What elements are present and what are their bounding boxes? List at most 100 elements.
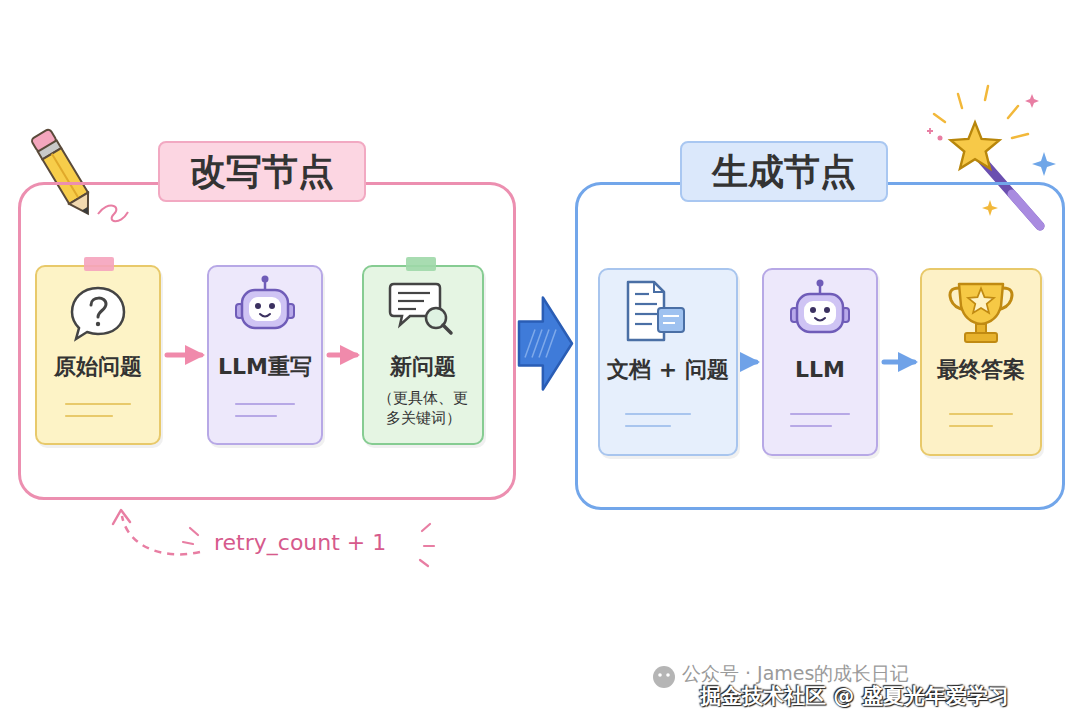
tape xyxy=(406,257,436,271)
pencil-stripe xyxy=(52,154,79,199)
node-label: LLM重写 xyxy=(218,353,312,382)
pencil-illustration xyxy=(31,128,98,220)
card-line xyxy=(626,413,690,415)
chat-search-icon xyxy=(390,284,451,333)
robot-head xyxy=(797,294,843,332)
hatch-stroke xyxy=(539,330,549,358)
robot-eye xyxy=(824,307,830,313)
document-icon xyxy=(628,282,684,340)
node-label: LLM xyxy=(795,356,845,385)
pencil-tip xyxy=(69,193,97,220)
sparkle-star xyxy=(982,200,998,216)
document-fold xyxy=(654,282,664,292)
card-line xyxy=(236,403,294,405)
wand-star xyxy=(951,122,1000,168)
sparkle-ray xyxy=(1008,106,1018,118)
sparkle-ray xyxy=(1012,134,1028,138)
sparkle-ray xyxy=(985,86,988,100)
node-label: 原始问题 xyxy=(54,353,142,382)
robot-ear xyxy=(842,308,849,322)
flow-arrow xyxy=(744,360,756,365)
watermark: 掘金技术社区 @ 盛夏光年爱学习 xyxy=(700,684,1009,709)
robot-ear xyxy=(287,304,294,318)
wechat-icon xyxy=(653,666,675,688)
pencil-eraser xyxy=(31,128,58,152)
chat-bubble xyxy=(390,284,440,325)
robot-eye xyxy=(810,307,816,313)
robot-head xyxy=(242,290,288,328)
trophy-cup xyxy=(959,284,1003,324)
dash-mark xyxy=(422,524,430,531)
card-line xyxy=(791,425,831,427)
wand-stick xyxy=(982,160,1040,226)
llm-card: LLM重写 xyxy=(207,265,323,445)
document-line xyxy=(635,293,649,295)
wechat-eye xyxy=(666,673,670,677)
dash-mark xyxy=(424,545,434,547)
robot-ear xyxy=(236,304,243,318)
group-title: 改写节点 xyxy=(190,149,334,194)
pencil-squiggle xyxy=(98,206,128,222)
generate-node-group: 文档 + 问题LLM最终答案生成节点 xyxy=(575,182,1065,510)
block-arrow-hatch xyxy=(525,330,556,358)
robot-antenna-ball xyxy=(262,276,269,283)
retry-counter-label: retry_count + 1 xyxy=(214,530,386,556)
block-arrow xyxy=(519,298,572,390)
trophy-icon xyxy=(950,284,1012,342)
wand-handle xyxy=(1012,194,1040,226)
llm-card: LLM xyxy=(762,268,878,456)
sparkle-ray xyxy=(934,114,945,122)
robot-antenna xyxy=(819,285,822,294)
robot-ear xyxy=(791,308,798,322)
tape xyxy=(84,257,114,271)
answer-card: 最终答案 xyxy=(920,268,1042,456)
robot-smile xyxy=(260,314,270,317)
robot-icon xyxy=(791,280,849,333)
wechat-circle xyxy=(653,666,675,688)
chat-line xyxy=(398,300,424,302)
rewrite-node-group: 原始问题LLM重写新问题（更具体、更多关键词）改写节点 xyxy=(18,182,516,500)
robot-antenna xyxy=(264,281,267,290)
question-card-line xyxy=(663,322,675,324)
card-line xyxy=(950,425,992,427)
robot-face xyxy=(804,301,836,325)
node-label: 文档 + 问题 xyxy=(607,356,729,385)
question-card-line xyxy=(663,315,679,317)
sparkle-star xyxy=(1032,152,1056,176)
flow-arrow xyxy=(884,360,914,365)
robot-icon xyxy=(236,276,294,329)
card-line xyxy=(66,415,112,417)
pencil-lead xyxy=(82,207,92,217)
wand-star-shape xyxy=(951,122,1000,168)
magic-wand-illustration xyxy=(927,86,1056,226)
group-title-tag: 改写节点 xyxy=(158,141,366,202)
new-question-card: 新问题（更具体、更多关键词） xyxy=(362,265,484,445)
document-page xyxy=(628,282,664,340)
pencil-ferrule xyxy=(38,140,61,159)
card-line xyxy=(950,413,1012,415)
sparkle-ray xyxy=(958,94,962,108)
bubble-outline xyxy=(72,288,124,339)
node-label: 新问题 xyxy=(390,353,456,382)
retry-loop-arrow xyxy=(113,510,434,566)
sparkle-dot xyxy=(938,136,943,141)
robot-face xyxy=(249,297,281,321)
wechat-eye xyxy=(658,673,662,677)
card-line xyxy=(791,413,849,415)
pencil-body xyxy=(42,148,88,204)
hatch-stroke xyxy=(525,330,535,358)
watermark: 公众号 · James的成长日记 xyxy=(682,662,909,685)
sparkle-rays xyxy=(934,86,1028,138)
question-mark-symbol xyxy=(91,298,106,317)
magnifier-lens xyxy=(426,308,446,328)
chat-line xyxy=(398,308,416,310)
robot-eye xyxy=(255,303,261,309)
trophy-star xyxy=(968,288,994,313)
question-card: 原始问题 xyxy=(35,265,161,445)
card-line xyxy=(66,403,130,405)
node-label: 最终答案 xyxy=(937,356,1025,385)
